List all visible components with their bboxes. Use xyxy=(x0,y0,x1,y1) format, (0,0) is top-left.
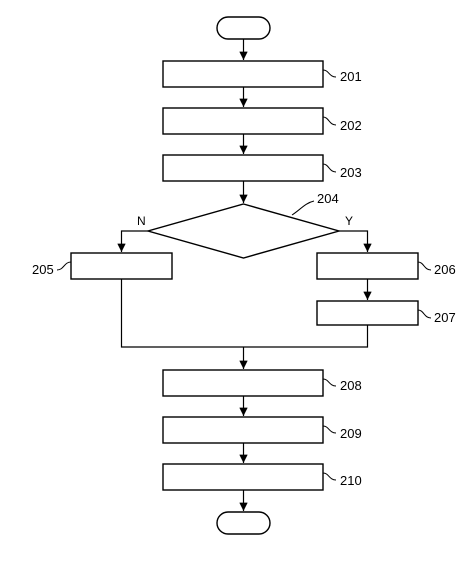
leader-204 xyxy=(291,200,315,216)
decision-diamond-204 xyxy=(145,203,342,259)
ref-206: 206 xyxy=(434,262,456,277)
leader-208 xyxy=(322,378,337,387)
leader-201 xyxy=(322,69,337,78)
ref-208: 208 xyxy=(340,378,362,393)
ref-210: 210 xyxy=(340,473,362,488)
process-box-203 xyxy=(162,154,324,182)
process-box-207 xyxy=(316,300,419,326)
ref-205: 205 xyxy=(32,262,54,277)
leader-207 xyxy=(417,309,432,319)
ref-204: 204 xyxy=(317,191,339,206)
end-terminal xyxy=(216,511,271,535)
process-box-210 xyxy=(162,463,324,491)
start-terminal xyxy=(216,16,271,40)
branch-label-yes: Y xyxy=(345,214,353,228)
leader-206 xyxy=(417,261,432,271)
ref-209: 209 xyxy=(340,426,362,441)
process-box-201 xyxy=(162,60,324,88)
leader-203 xyxy=(322,163,337,173)
connector-207-to-merge xyxy=(243,325,369,348)
leader-202 xyxy=(322,116,337,126)
connector-204-to-205 xyxy=(117,230,148,252)
process-box-202 xyxy=(162,107,324,135)
ref-203: 203 xyxy=(340,165,362,180)
ref-201: 201 xyxy=(340,69,362,84)
connector-205-to-merge xyxy=(120,279,244,348)
branch-label-no: N xyxy=(137,214,146,228)
process-box-209 xyxy=(162,416,324,444)
ref-202: 202 xyxy=(340,118,362,133)
leader-205 xyxy=(56,261,72,271)
process-box-206 xyxy=(316,252,419,280)
ref-207: 207 xyxy=(434,310,456,325)
leader-210 xyxy=(322,472,337,481)
leader-209 xyxy=(322,425,337,434)
process-box-205 xyxy=(70,252,173,280)
process-box-208 xyxy=(162,369,324,397)
connector-204-to-206 xyxy=(339,230,372,252)
